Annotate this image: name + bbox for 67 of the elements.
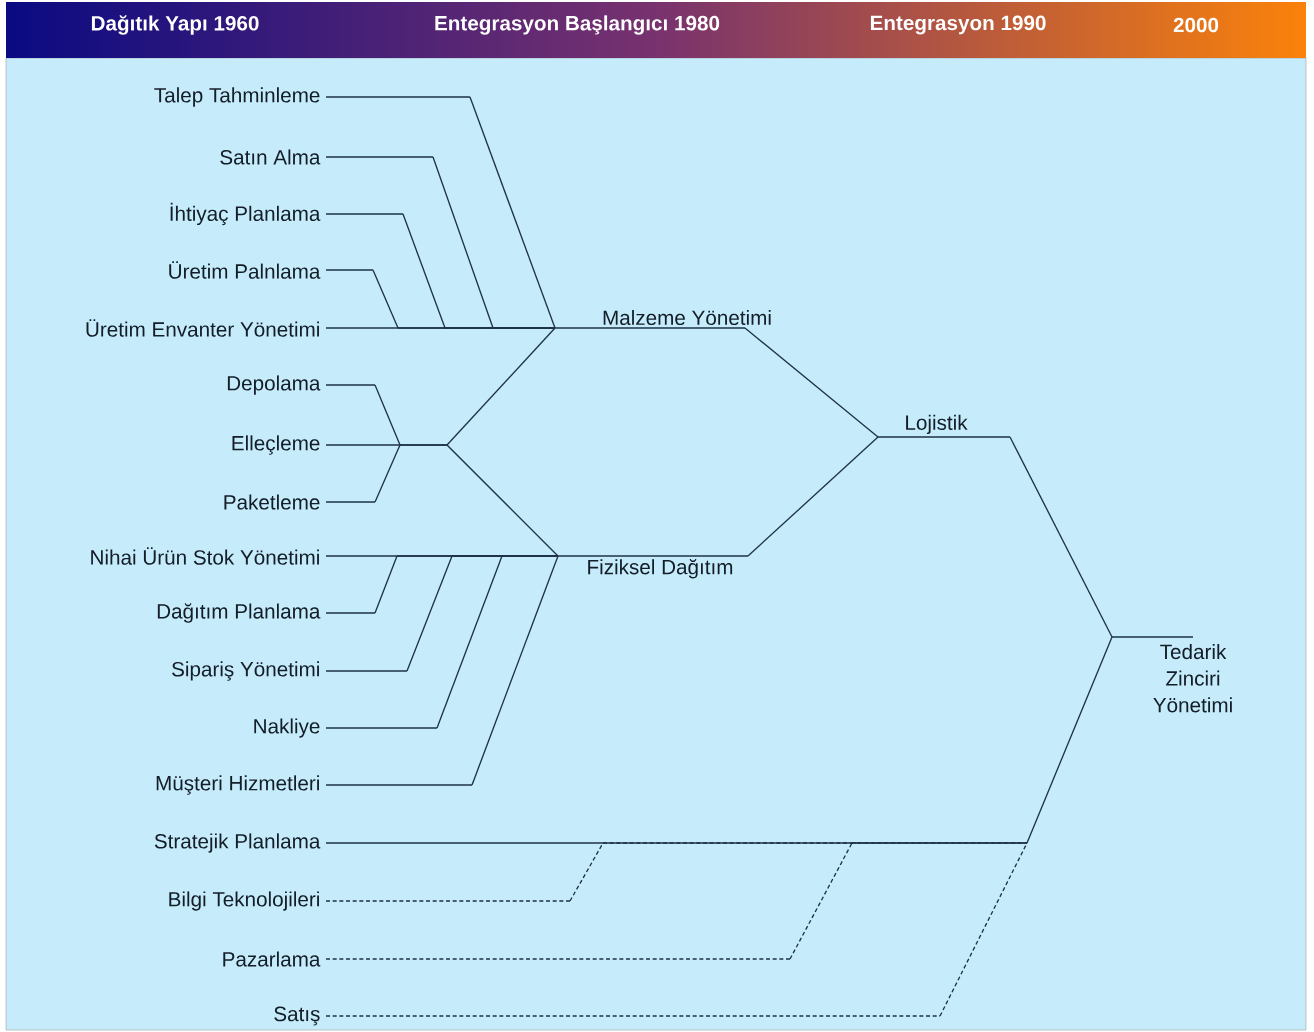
connector-line: [1009, 436, 1113, 638]
period-heading: 2000: [1173, 17, 1219, 33]
concept-label: Stratejik Planlama: [154, 833, 321, 853]
connector-line: [325, 842, 1028, 844]
connector-line: [325, 156, 434, 158]
connector-line: [1111, 636, 1194, 638]
connector-line: [446, 327, 556, 446]
concept-label: İhtiyaç Planlama: [170, 202, 321, 226]
connector-line: [325, 784, 473, 786]
connector-line: [569, 842, 604, 902]
connector-line: [374, 444, 401, 503]
connector-line: [402, 213, 446, 329]
connector-line: [325, 612, 376, 614]
connector-line: [659, 555, 749, 557]
connector-line: [325, 1015, 941, 1017]
concept-label: Elleçleme: [232, 435, 320, 455]
connector-line: [325, 444, 448, 446]
connector-line: [325, 900, 571, 902]
connector-line: [325, 501, 376, 503]
connector-line: [325, 269, 374, 271]
connector-line: [686, 327, 746, 329]
connector-line: [325, 670, 408, 672]
connector-line: [789, 842, 853, 960]
concept-label: Malzeme Yönetimi: [603, 309, 771, 326]
concept-label: Müşteri Hizmetleri: [156, 775, 319, 795]
connector-line: [877, 436, 937, 438]
concept-label: Üretim Envanter Yönetimi: [86, 319, 319, 337]
concept-label: Satış: [274, 1006, 320, 1026]
connector-line: [325, 327, 556, 329]
period-heading: Entegrasyon 1990: [870, 15, 1046, 35]
concept-label: Pazarlama: [223, 951, 321, 967]
connector-line: [557, 555, 661, 557]
concept-label: Dağıtım Planlama: [157, 603, 321, 623]
period-heading: Dağıtık Yapı 1960: [91, 15, 259, 35]
connector-line: [554, 327, 688, 329]
connector-line: [325, 727, 438, 729]
connector-line: [501, 555, 559, 557]
connector-line: [1026, 636, 1113, 844]
connector-line: [436, 555, 503, 729]
concept-label: Talep Tahminleme: [154, 87, 320, 107]
connector-line: [744, 327, 879, 438]
concept-label: Paketleme: [224, 494, 320, 510]
concept-label: Sipariş Yönetimi: [172, 661, 319, 681]
connector-line: [325, 958, 791, 960]
connector-line: [469, 96, 556, 329]
connector-line: [446, 444, 559, 557]
connector-line: [372, 269, 399, 329]
connector-line: [747, 436, 879, 557]
concept-label: Satın Alma: [220, 149, 321, 165]
concept-label: Tedarik Zinciri Yönetimi: [1153, 643, 1232, 713]
concept-label: Lojistik: [906, 414, 968, 435]
period-heading: Entegrasyon Başlangıcı 1980: [435, 15, 720, 35]
connector-line: [374, 555, 398, 614]
connector-line: [325, 384, 376, 386]
connector-line: [374, 384, 401, 446]
concept-label: Üretim Palnlama: [169, 261, 321, 279]
connector-line: [935, 436, 1011, 438]
connector-line: [325, 213, 404, 215]
concept-label: Bilgi Teknolojileri: [169, 891, 319, 911]
connector-line: [432, 156, 494, 329]
connector-line: [406, 555, 453, 672]
connector-line: [325, 96, 471, 98]
connector-line: [471, 555, 559, 786]
concept-label: Nakliye: [254, 718, 320, 738]
concept-label: Nihai Ürün Stok Yönetimi: [91, 547, 319, 565]
concept-label: Fiziksel Dağıtım: [588, 558, 733, 579]
concept-label: Depolama: [227, 375, 321, 395]
